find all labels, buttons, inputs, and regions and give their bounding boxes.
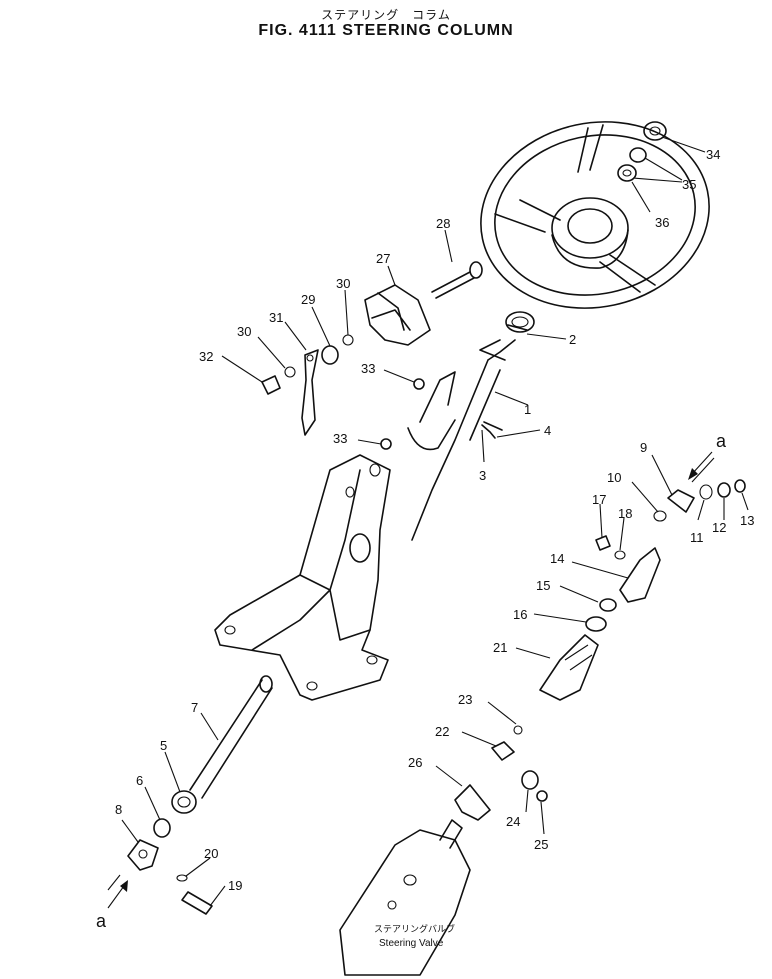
callout-10: 10 [607,470,621,485]
callout-36: 36 [655,215,669,230]
callout-30a: 30 [336,276,350,291]
callout-3: 3 [479,468,486,483]
view-marker-lower: a [96,880,128,931]
callout-16: 16 [513,607,527,622]
leader-lines [107,136,749,907]
lower-yoke [127,839,213,915]
callout-18: 18 [618,506,632,521]
callout-31: 31 [269,310,283,325]
view-label-a-lower: a [96,911,107,931]
callout-22: 22 [435,724,449,739]
callout-30b: 30 [237,324,251,339]
callout-17: 17 [592,492,606,507]
callout-35: 35 [682,177,696,192]
steering-valve [339,819,471,976]
callout-20: 20 [204,846,218,861]
callout-32: 32 [199,349,213,364]
column-bracket [214,454,391,701]
callout-24: 24 [506,814,520,829]
steering-wheel [480,121,710,309]
callout-29: 29 [301,292,315,307]
callout-5: 5 [160,738,167,753]
callout-33a: 33 [361,361,375,376]
universal-joint-lower [454,725,548,821]
callout-1: 1 [524,402,531,417]
figure-title: FIG. 4111 STEERING COLUMN [258,22,514,39]
wheel-nut-washers [617,121,667,182]
view-label-a-upper: a [716,431,727,451]
steering-valve-label-en: Steering Valve [379,938,444,949]
universal-joint-upper [539,479,746,701]
clamp-parts [380,371,503,451]
callout-8: 8 [115,802,122,817]
view-marker-upper: a [688,431,727,480]
callout-19: 19 [228,878,242,893]
callout-23: 23 [458,692,472,707]
callout-26: 26 [408,755,422,770]
lower-shaft [153,675,273,838]
callout-15: 15 [536,578,550,593]
callout-12: 12 [712,520,726,535]
callout-6: 6 [136,773,143,788]
callout-25: 25 [534,837,548,852]
callout-2: 2 [569,332,576,347]
callout-13: 13 [740,513,754,528]
title-japanese: ステアリング コラム [321,8,451,22]
callout-14: 14 [550,551,564,566]
callout-4: 4 [544,423,551,438]
callout-33b: 33 [333,431,347,446]
callout-7: 7 [191,700,198,715]
callout-9: 9 [640,440,647,455]
callout-34: 34 [706,147,720,162]
column-tube [411,311,535,541]
callout-11: 11 [690,530,704,545]
callout-21: 21 [493,640,507,655]
callout-27: 27 [376,251,390,266]
callout-28: 28 [436,216,450,231]
tilt-lever-assembly [261,261,483,436]
steering-valve-label-jp: ステアリングバルブ [374,923,455,935]
